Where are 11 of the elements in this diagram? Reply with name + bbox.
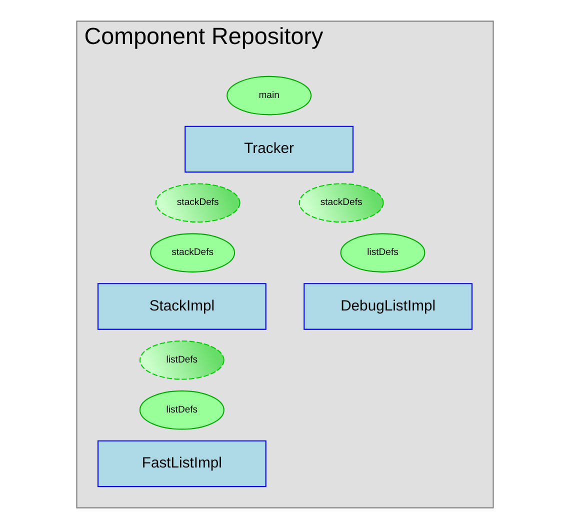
node-box: FastListImpl xyxy=(96,440,266,488)
node-ellipse: main xyxy=(226,76,312,116)
node-ellipse: stackDefs xyxy=(298,183,384,223)
node-ellipse: stackDefs xyxy=(154,183,240,223)
node-box: Tracker xyxy=(184,126,354,173)
node-ellipse: listDefs xyxy=(138,390,224,430)
node-ellipse: listDefs xyxy=(138,340,224,380)
node-box: StackImpl xyxy=(96,283,266,330)
node-ellipse: listDefs xyxy=(340,233,425,272)
node-ellipse: stackDefs xyxy=(150,233,235,272)
node-box: DebugListImpl xyxy=(303,283,472,330)
